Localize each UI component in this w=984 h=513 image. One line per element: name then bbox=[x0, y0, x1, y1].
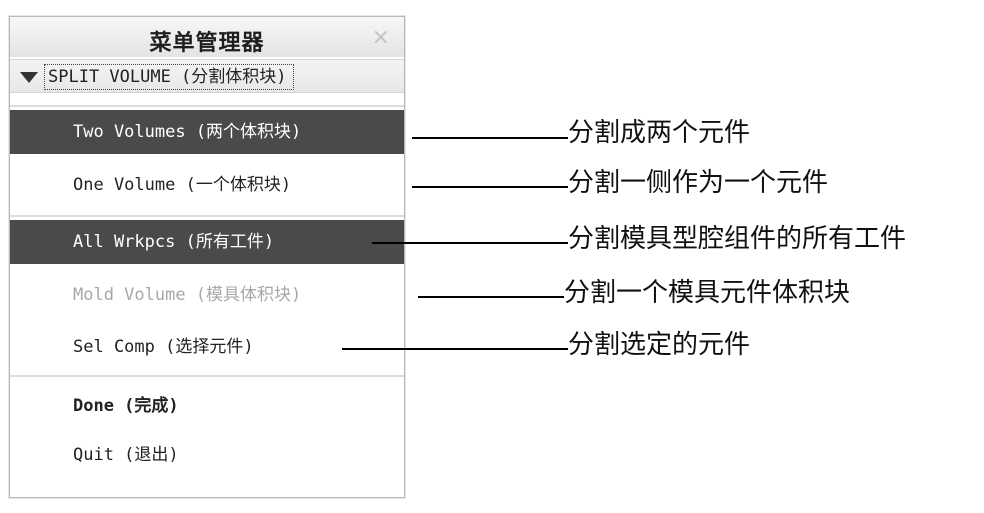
menu-item-sel-comp[interactable]: Sel Comp (选择元件) bbox=[73, 337, 254, 357]
close-icon[interactable]: × bbox=[371, 25, 390, 50]
menu-item-quit[interactable]: Quit (退出) bbox=[73, 445, 179, 465]
window-title: 菜单管理器 bbox=[149, 30, 265, 56]
menu-item-all-wrkpcs[interactable]: All Wrkpcs (所有工件) bbox=[10, 220, 404, 264]
callout-line-two-volumes bbox=[412, 137, 568, 139]
annotation-sel-comp: 分割选定的元件 bbox=[568, 330, 751, 360]
split-volume-section-header[interactable]: SPLIT VOLUME (分割体积块) bbox=[10, 59, 404, 93]
callout-line-all-wrkpcs bbox=[372, 242, 568, 244]
section-label[interactable]: SPLIT VOLUME (分割体积块) bbox=[44, 64, 294, 90]
annotation-two-volumes: 分割成两个元件 bbox=[568, 118, 751, 148]
menu-item-one-volume[interactable]: One Volume (一个体积块) bbox=[73, 175, 292, 195]
menu-item-two-volumes[interactable]: Two Volumes (两个体积块) bbox=[10, 110, 404, 154]
triangle-down-icon[interactable] bbox=[20, 72, 38, 83]
callout-line-one-volume bbox=[412, 186, 568, 188]
menu-item-mold-volume: Mold Volume (模具体积块) bbox=[73, 285, 302, 305]
annotation-mold-volume: 分割一个模具元件体积块 bbox=[564, 278, 851, 308]
annotation-all-wrkpcs: 分割模具型腔组件的所有工件 bbox=[568, 224, 907, 254]
menu-item-done[interactable]: Done (完成) bbox=[73, 396, 179, 416]
annotation-one-volume: 分割一侧作为一个元件 bbox=[568, 168, 829, 198]
title-bar[interactable]: 菜单管理器 × bbox=[10, 17, 404, 57]
divider bbox=[10, 215, 404, 217]
callout-line-mold-volume bbox=[418, 296, 564, 298]
menu-manager-window: 菜单管理器 × SPLIT VOLUME (分割体积块) Two Volumes… bbox=[9, 16, 405, 498]
callout-line-sel-comp bbox=[342, 348, 568, 350]
divider bbox=[10, 105, 404, 107]
divider bbox=[10, 375, 404, 377]
